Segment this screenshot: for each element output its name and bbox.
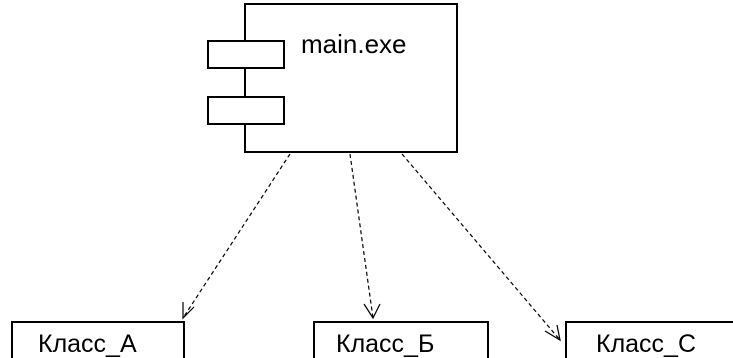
component-port-top [207, 40, 285, 69]
component-main-exe[interactable]: main.exe [207, 3, 458, 153]
component-body [244, 3, 458, 153]
class-c-label: Класс_С [596, 330, 696, 358]
class-a-label: Класс_А [38, 330, 137, 358]
class-b[interactable]: Класс_Б [313, 321, 489, 358]
class-a[interactable]: Класс_А [11, 321, 185, 358]
class-c-box [565, 321, 733, 358]
dependency-to-class-c [401, 153, 561, 342]
dependency-line-b [349, 153, 374, 319]
class-c[interactable]: Класс_С [565, 321, 733, 358]
class-b-label: Класс_Б [336, 330, 434, 358]
arrowhead-b [363, 303, 381, 320]
arrowhead-a [182, 302, 195, 320]
component-port-bottom [207, 96, 285, 125]
class-b-box [313, 321, 489, 358]
class-a-box [11, 321, 185, 358]
arrowhead-c [544, 324, 561, 342]
dependency-to-class-b [349, 153, 381, 320]
dependency-line-c [401, 153, 561, 341]
dependency-line-a [182, 153, 291, 319]
dependency-to-class-a [182, 153, 291, 320]
component-name: main.exe [301, 29, 407, 59]
